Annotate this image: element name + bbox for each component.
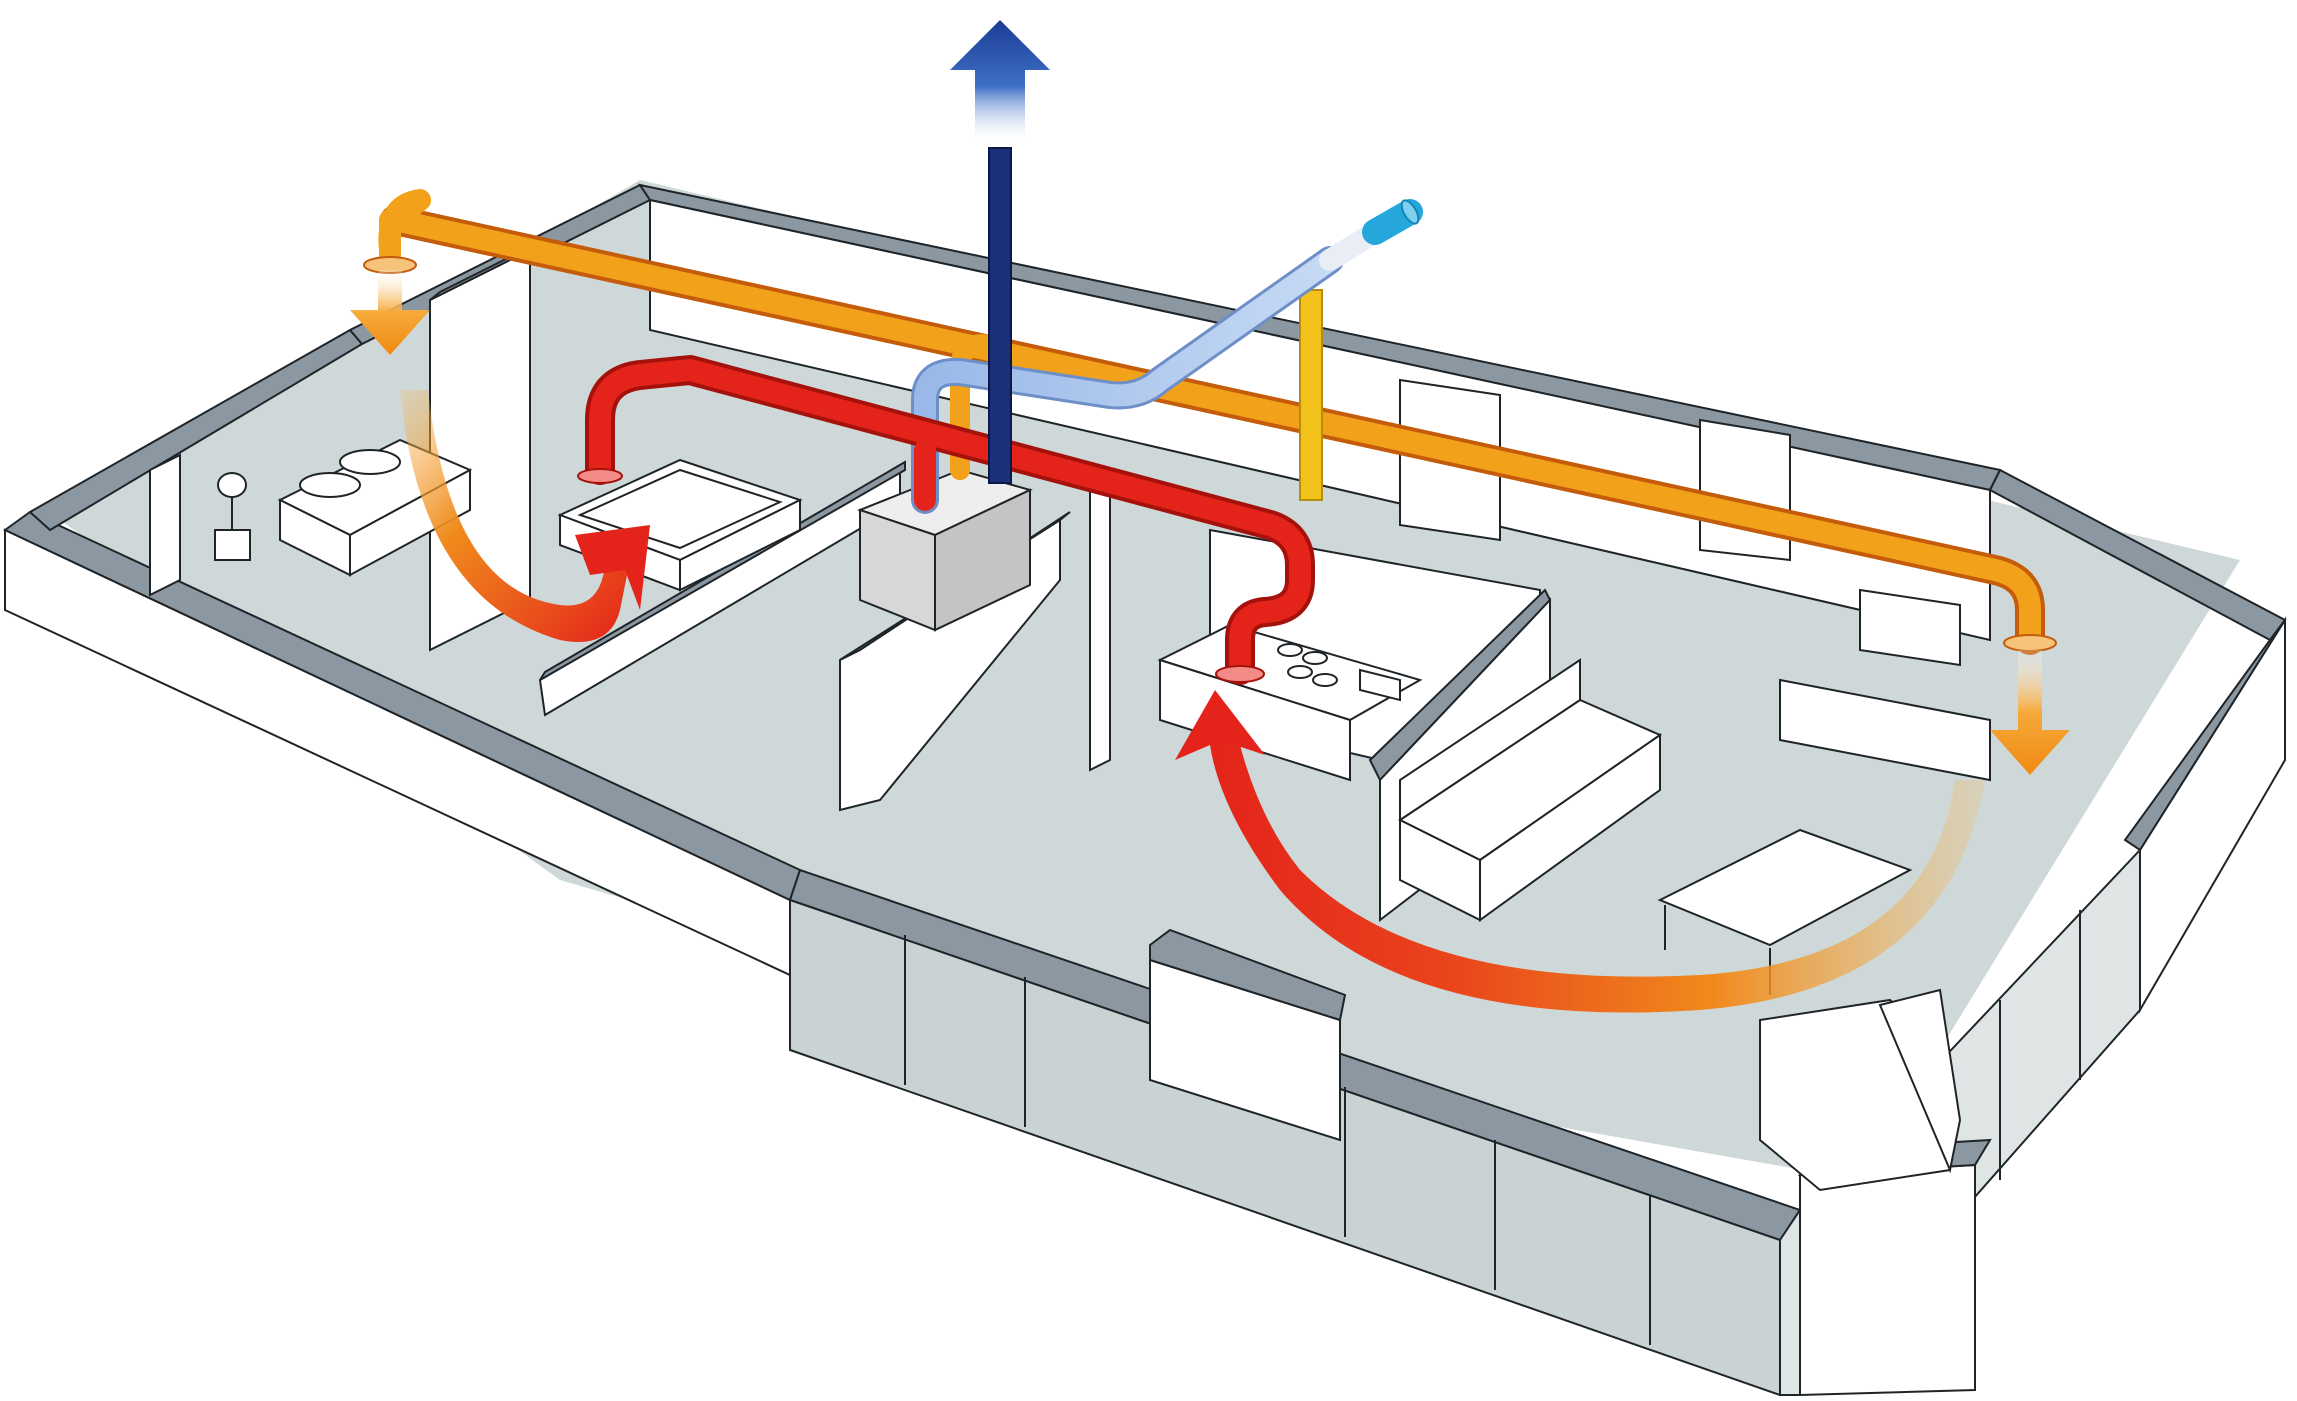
sink [1359,668,1401,702]
left-sweep-arrow [400,390,650,642]
hob-ring [1287,665,1313,679]
hob-ring [1312,673,1338,687]
orange-down-arrow-right [1990,650,2070,775]
orange-down-arrow-left [350,270,430,355]
pillow [339,449,401,475]
armchair-arm [1878,988,1962,1174]
furniture [214,438,1991,1192]
pillow [299,472,361,498]
unit-right-face [934,488,1031,632]
bedroom-wall-small [149,453,181,597]
riser-pipe [1299,289,1323,501]
intake-opening [1400,199,1420,225]
right-sweep-arrow [1175,690,1985,1013]
extract-main [589,359,1311,681]
left-sweep-head [575,525,650,610]
tv-bench [1779,678,1991,782]
supply-main [384,209,2041,651]
counter-front [1159,658,1351,782]
tv-unit [1779,588,1991,782]
sofa-front [1479,733,1661,922]
exhaust-arrow-shape [950,20,1050,140]
partition-hall [1089,468,1111,772]
kitchen-counter [1157,623,1423,782]
bathtub-front [679,498,801,592]
supply-arrow-left [350,270,430,355]
door-frame-right [1699,418,1791,562]
hob-ring [1302,651,1328,665]
supply-outlet-living [2003,634,2057,652]
left-sweep-body [400,390,630,642]
lamp-shade [217,472,247,498]
extract-outlet-bath [577,468,623,484]
red-extract-duct [585,355,1315,685]
tv-screen [1859,588,1961,667]
yellow-riser [1299,289,1323,501]
right-sweep-head [1175,690,1265,760]
extract-outlet-kitchen [1215,665,1265,683]
lamp [214,472,251,561]
exhaust-pipe [988,147,1012,484]
blue-up-arrow [950,20,1050,140]
table-top [1657,828,1913,947]
nightstand [214,529,251,561]
fresh-duct [914,249,1341,511]
supply-arrow-right [1990,650,2070,775]
sofa [1398,658,1663,922]
dark-blue-exhaust-duct [988,147,1012,484]
armchair [1759,988,1962,1192]
corner-pier-face [1799,1163,1976,1397]
hob-ring [1277,643,1303,657]
sofa-back [1399,658,1581,822]
pier-top [1149,928,1347,1022]
window-mullions [904,910,2081,1345]
right-sweep-body [1210,745,1985,1013]
